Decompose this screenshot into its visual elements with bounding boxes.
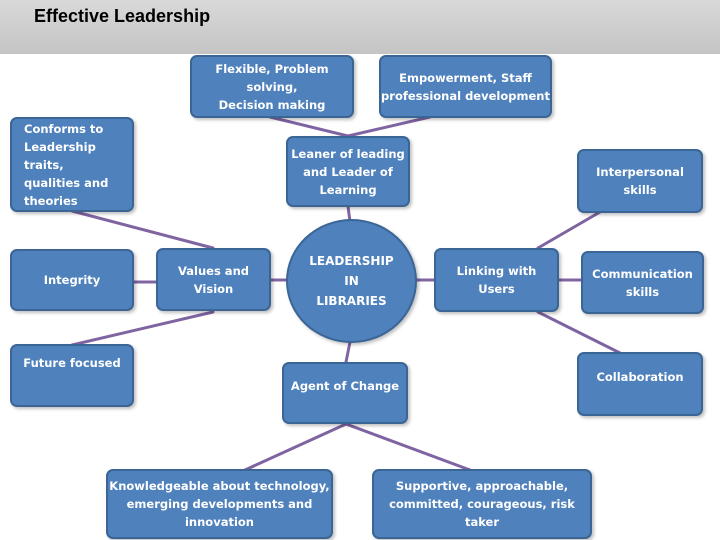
node-collaboration: Collaboration xyxy=(577,352,703,416)
node-supportive: Supportive, approachable, committed, cou… xyxy=(372,469,592,539)
node-knowledgeable-label: Knowledgeable about technology, emerging… xyxy=(109,479,330,529)
node-communication: Communication skills xyxy=(581,251,704,314)
node-collaboration-label: Collaboration xyxy=(596,370,684,384)
node-agent: Agent of Change xyxy=(282,362,408,424)
link-collaboration-linking xyxy=(536,310,622,355)
node-empowerment-label: Empowerment, Staff professional developm… xyxy=(381,70,550,103)
node-conforms-label: Conforms to Leadership traits, qualities… xyxy=(24,121,109,208)
link-agent-supportive xyxy=(344,422,472,472)
node-linking: Linking with Users xyxy=(434,248,559,312)
node-integrity: Integrity xyxy=(10,249,134,311)
node-interpersonal-label: Interpersonal skills xyxy=(596,165,684,197)
node-center-label: LEADERSHIP IN LIBRARIES xyxy=(309,254,394,308)
link-empowerment-learner xyxy=(346,115,432,138)
node-values: Values and Vision xyxy=(156,248,271,311)
slide-title: Effective Leadership xyxy=(34,6,211,26)
node-empowerment: Empowerment, Staff professional developm… xyxy=(379,55,552,118)
link-flexible-learner xyxy=(268,115,350,138)
node-communication-label: Communication skills xyxy=(592,266,693,299)
link-conforms-values xyxy=(70,209,215,250)
node-values-label: Values and Vision xyxy=(178,263,249,296)
node-knowledgeable: Knowledgeable about technology, emerging… xyxy=(106,469,333,539)
node-future: Future focused xyxy=(10,344,134,407)
link-future-values xyxy=(70,310,215,347)
node-learner: Leaner of leading and Leader of Learning xyxy=(286,136,410,207)
node-learner-label: Leaner of leading and Leader of Learning xyxy=(291,146,405,197)
node-supportive-label: Supportive, approachable, committed, cou… xyxy=(389,479,575,529)
node-linking-label: Linking with Users xyxy=(456,264,537,296)
slide-header: Effective Leadership xyxy=(0,0,720,54)
node-flexible: Flexible, Problem solving, Decision maki… xyxy=(190,55,354,118)
node-interpersonal: Interpersonal skills xyxy=(577,149,703,213)
link-center-agent xyxy=(344,340,352,364)
node-center-leadership: LEADERSHIP IN LIBRARIES xyxy=(286,219,417,343)
link-agent-knowledgeable xyxy=(243,422,348,472)
node-agent-label: Agent of Change xyxy=(290,379,400,393)
node-integrity-label: Integrity xyxy=(43,273,101,287)
node-future-label: Future focused xyxy=(23,355,121,370)
link-interpersonal-linking xyxy=(536,210,602,250)
node-flexible-label: Flexible, Problem solving, Decision maki… xyxy=(215,61,329,112)
node-conforms: Conforms to Leadership traits, qualities… xyxy=(10,117,134,212)
